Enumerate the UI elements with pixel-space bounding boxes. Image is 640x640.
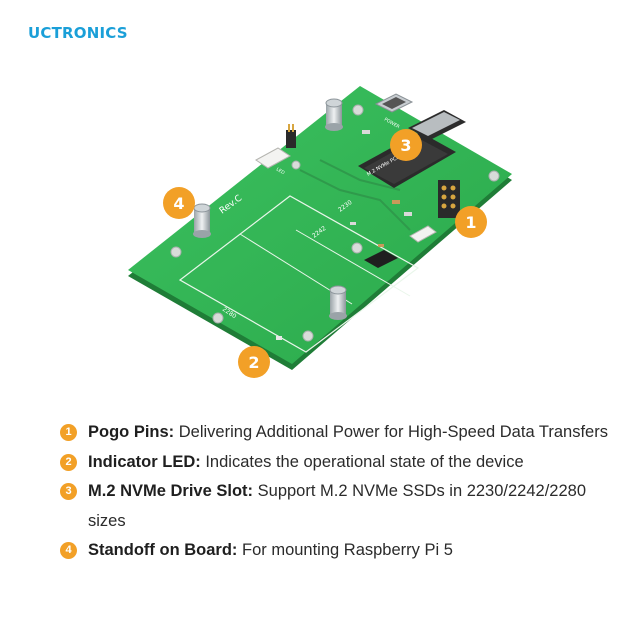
feature-title: M.2 NVMe Drive Slot: [88,482,254,500]
trace [299,169,411,231]
trace [319,159,401,191]
feature-list: 1 Pogo Pins: Delivering Additional Power … [60,418,620,566]
led-label: LED [275,167,286,177]
callout-number: 3 [400,136,411,155]
ic-chip [364,250,398,268]
callout-2: 2 [238,346,270,378]
smd-components [276,130,412,340]
feature-item: 2 Indicator LED: Indicates the operationa… [60,448,620,478]
standoff [329,285,347,320]
product-image: UC-B86 Rev.C 2230 2242 2280 M.2 NVMe PCI… [128,86,512,378]
feature-description: For mounting Raspberry Pi 5 [237,541,453,559]
pogo-pins [438,180,460,218]
size-marker-line [295,229,411,297]
feature-number-badge: 3 [60,483,77,500]
standoff [193,203,211,238]
mounting-holes [170,104,500,342]
feature-title: Indicator LED: [88,452,201,471]
drive-outline [178,195,420,353]
feature-number-badge: 2 [60,453,77,471]
feature-title: Pogo Pins: [88,423,175,441]
feature-description: Delivering Additional Power for High-Spe… [174,423,608,441]
feature-description: Indicates the operational state of the d… [200,452,524,471]
feature-number-badge: 4 [60,542,77,559]
callout-number: 1 [465,213,476,232]
feature-item: 1 Pogo Pins: Delivering Additional Power … [60,418,620,448]
callout-number: 4 [173,194,184,213]
feature-title: Standoff on Board: [88,541,238,559]
callout-1: 1 [455,206,487,238]
usb-c-connector [374,93,414,113]
ffc-connector [408,110,466,140]
brand-logo: UCTRONICS [28,24,128,42]
callout-4: 4 [163,187,195,219]
callout-3: 3 [390,129,422,161]
feature-description: Support M.2 NVMe SSDs in 2230/2242/2280 … [88,482,586,530]
feature-number-badge: 1 [60,424,77,441]
feature-item: 4 Standoff on Board: For mounting Raspber… [60,536,620,566]
feature-item: 3 M.2 NVMe Drive Slot: Support M.2 NVMe S… [60,477,620,536]
standoff [325,98,343,131]
jst-connector [255,147,437,243]
board-illustration: UC-B86 Rev.C 2230 2242 2280 M.2 NVMe PCI… [128,86,512,378]
callout-number: 2 [248,353,259,372]
header-pins [286,124,296,148]
